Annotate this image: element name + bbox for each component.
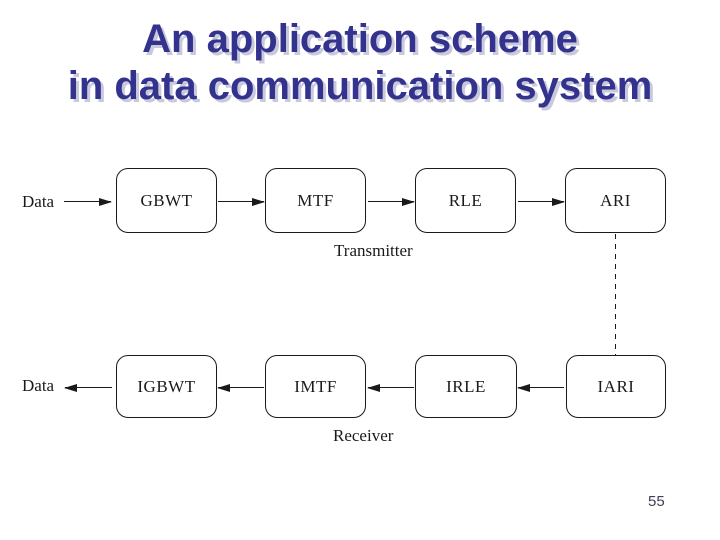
receiver-output-label: Data [22,376,55,395]
arrow-right-icon [518,201,564,203]
box-mtf: MTF [265,168,366,233]
title-line-2: in data communication system [67,64,653,108]
box-igbwt: IGBWT [116,355,217,418]
arrow-right-icon [368,201,414,203]
arrow-left-icon [218,387,264,389]
box-ari: ARI [565,168,666,233]
box-irle: IRLE [415,355,517,418]
box-rle: RLE [415,168,516,233]
box-imtf: IMTF [265,355,366,418]
title-line-1: An application scheme [142,17,578,61]
arrow-left-icon [65,387,112,389]
slide-title: An application scheme in data communicat… [0,16,720,110]
arrow-right-icon [218,201,264,203]
arrow-left-icon [518,387,564,389]
box-gbwt: GBWT [116,168,217,233]
transmitter-section-label: Transmitter [334,241,413,260]
arrow-left-icon [368,387,414,389]
receiver-section-label: Receiver [333,426,394,445]
transmitter-input-label: Data [22,192,55,211]
arrow-right-icon [64,201,111,203]
dashed-link-ari-iari [615,234,617,355]
box-iari: IARI [566,355,666,418]
page-number: 55 [648,493,665,510]
